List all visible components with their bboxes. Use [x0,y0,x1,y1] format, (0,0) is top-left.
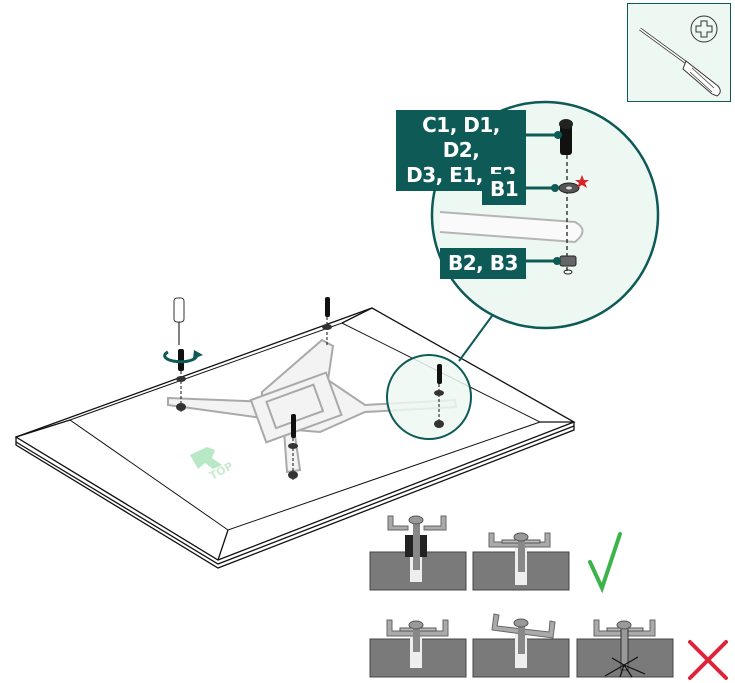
screw-assembly-top-right [322,297,332,345]
incorrect-example-tilted [472,613,570,678]
label-screws-line-1: C1, D1, D2, [422,113,500,162]
arrow-up-icon [190,447,222,469]
screwdriver-icon [639,15,721,97]
required-tool-panel [627,3,731,102]
label-spacers: B2, B3 [440,248,526,279]
correct-example-spacer [369,515,467,591]
correct-example-washer [472,532,570,591]
phillips-bit-icon [690,15,718,43]
incorrect-example-cracked [576,619,674,678]
star-icon [575,175,589,188]
cross-icon [688,640,728,680]
screw-icon [559,119,573,155]
check-icon [588,532,622,594]
incorrect-example-no-spacer [369,619,467,678]
installation-examples [369,515,728,680]
detail-focus-circle [386,304,501,440]
spacer-icon [559,255,577,267]
screw-assembly-top-left [163,297,203,412]
screw-assembly-bottom-left [288,414,298,480]
label-washer: B1 [482,174,527,205]
